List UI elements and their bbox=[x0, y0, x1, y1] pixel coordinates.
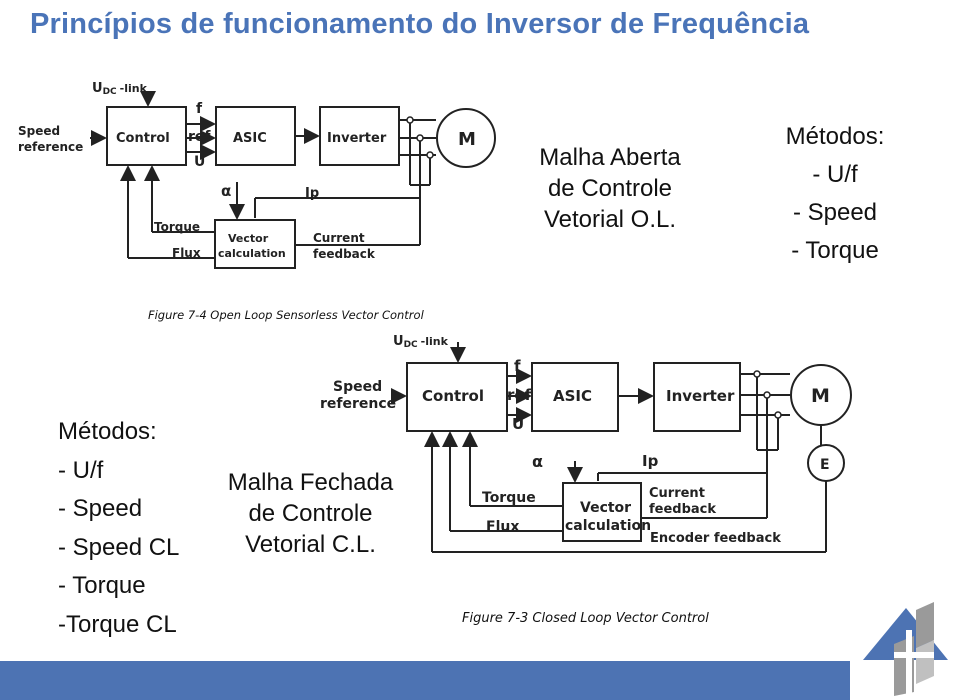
ol-speed-ref-1: Speed bbox=[18, 124, 60, 138]
ol-u-label: U bbox=[194, 154, 205, 170]
ol-current-fb-2: feedback bbox=[313, 247, 376, 261]
ol-udc-label: UDC-link bbox=[92, 81, 148, 97]
cl-control-label: Control bbox=[422, 387, 484, 405]
top-methods-line-3: - Speed bbox=[792, 199, 878, 226]
bottom-note-line-1: Malha Fechada bbox=[227, 469, 394, 496]
top-note-line-3: Vetorial O.L. bbox=[543, 206, 677, 233]
bottom-note-line-2: de Controle bbox=[248, 500, 373, 527]
bottom-methods-line-2: - U/f bbox=[58, 456, 104, 484]
cl-torque-label: Torque bbox=[482, 490, 536, 506]
cl-encoder-label: E bbox=[820, 457, 830, 473]
cl-asic-label: ASIC bbox=[553, 387, 592, 405]
ol-speed-ref-2: reference bbox=[18, 140, 83, 154]
cl-alpha-label: α bbox=[532, 452, 543, 471]
ol-alpha-label: α bbox=[221, 182, 231, 200]
cl-speed-ref-2: reference bbox=[320, 396, 396, 412]
cl-udc-label: UDC-link bbox=[393, 334, 449, 350]
bottom-note-line-3: Vetorial C.L. bbox=[245, 531, 376, 558]
ol-caption: Figure 7-4 Open Loop Sensorless Vector C… bbox=[148, 308, 425, 322]
cl-ref-label: ref bbox=[507, 386, 532, 404]
footer-bar bbox=[0, 661, 850, 700]
ol-f-label: f bbox=[196, 101, 203, 117]
cl-vector-block bbox=[562, 482, 642, 542]
bottom-methods-line-3: - Speed bbox=[58, 495, 143, 522]
page-title: Princípios de funcionamento do Inversor … bbox=[30, 8, 810, 40]
cl-f-label: f bbox=[514, 357, 521, 375]
top-note: Malha Aberta de Controle Vetorial O.L. bbox=[520, 142, 700, 235]
cl-vector-label-2: calculation bbox=[565, 518, 651, 534]
top-note-line-1: Malha Aberta bbox=[539, 144, 681, 171]
ol-motor-label: M bbox=[458, 129, 476, 150]
cl-motor-label: M bbox=[811, 385, 830, 407]
top-methods-line-2: - U/f bbox=[812, 161, 858, 188]
ol-inverter-block bbox=[319, 106, 400, 166]
cl-inverter-label: Inverter bbox=[666, 387, 735, 405]
top-methods: Métodos: - U/f - Speed - Torque bbox=[760, 118, 910, 270]
ol-ip-label: Ip bbox=[305, 186, 319, 201]
bottom-methods-line-1: Métodos: bbox=[58, 418, 157, 445]
bottom-methods-line-4: - Speed CL bbox=[58, 533, 180, 561]
top-methods-line-4: - Torque bbox=[791, 237, 879, 264]
ol-flux-label: Flux bbox=[172, 246, 201, 260]
bottom-methods-line-6: -Torque CL bbox=[58, 610, 177, 638]
bottom-methods: Métodos: - U/f - Speed - Speed CL - Torq… bbox=[58, 413, 238, 644]
top-methods-line-1: Métodos: bbox=[785, 123, 885, 150]
cl-encoder-fb: Encoder feedback bbox=[650, 531, 781, 546]
company-logo bbox=[863, 602, 948, 696]
cl-current-fb-2: feedback bbox=[649, 502, 716, 517]
cl-flux-label: Flux bbox=[486, 519, 519, 535]
bottom-note: Malha Fechada de Controle Vetorial C.L. bbox=[213, 467, 408, 560]
cl-speed-ref-1: Speed bbox=[333, 379, 382, 395]
ol-motor bbox=[436, 108, 496, 168]
ol-control-label: Control bbox=[116, 131, 170, 146]
cl-vector-label-1: Vector bbox=[580, 500, 631, 516]
cl-inverter-block bbox=[653, 362, 741, 432]
top-note-line-2: de Controle bbox=[547, 175, 673, 202]
ol-current-fb-1: Current bbox=[313, 231, 365, 245]
bottom-methods-line-5: - Torque bbox=[58, 572, 146, 599]
ol-inverter-label: Inverter bbox=[327, 131, 387, 146]
ol-asic-label: ASIC bbox=[233, 131, 267, 146]
cl-caption: Figure 7-3 Closed Loop Vector Control bbox=[462, 611, 709, 626]
cl-ip-label: Ip bbox=[642, 452, 659, 470]
ol-vector-label-2: calculation bbox=[218, 247, 286, 260]
ol-ref-label: ref bbox=[188, 129, 211, 145]
ol-vector-label-1: Vector bbox=[228, 232, 269, 245]
cl-current-fb-1: Current bbox=[649, 486, 705, 501]
ol-torque-label: Torque bbox=[154, 220, 200, 234]
cl-u-label: U bbox=[512, 415, 524, 433]
